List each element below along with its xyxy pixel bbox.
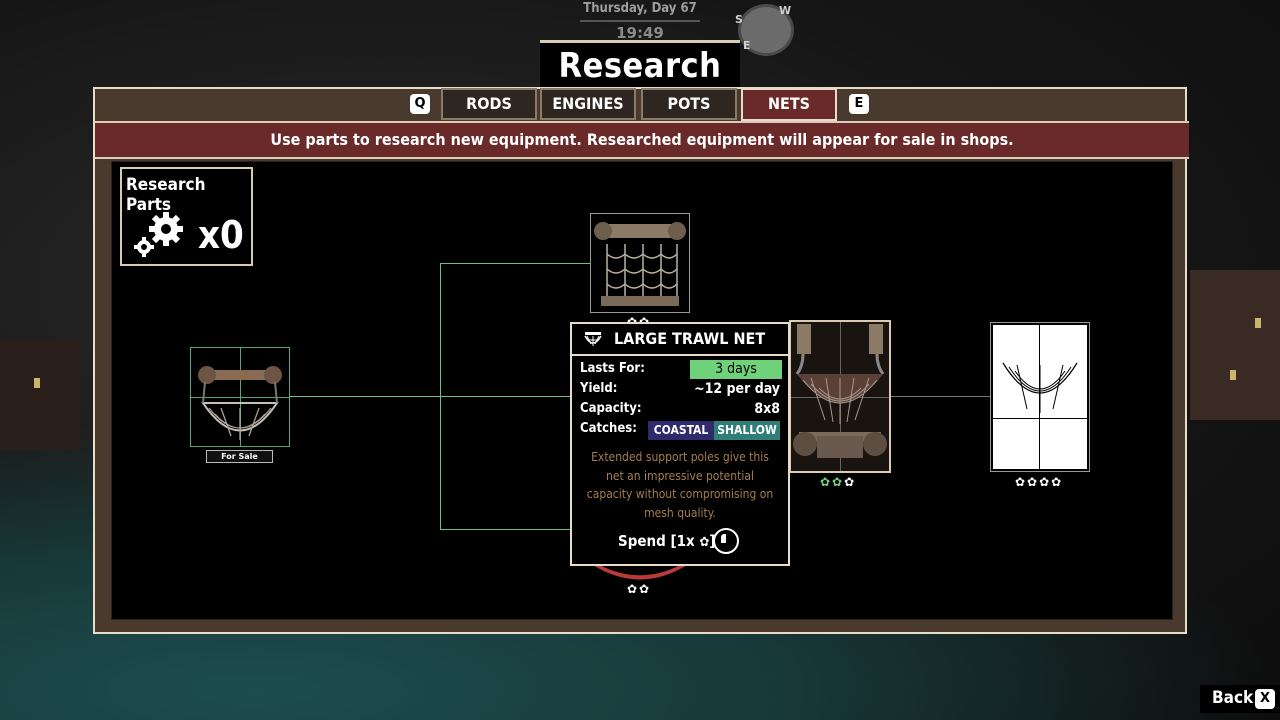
lasts-for-value: 3 days	[690, 360, 782, 379]
catches-label: Catches:	[580, 421, 637, 436]
day-label: Thursday, Day 67	[583, 1, 697, 16]
hud-clock: Thursday, Day 67 19:49	[560, 0, 720, 45]
node-grid-line	[240, 348, 241, 446]
background-window	[1230, 370, 1236, 380]
info-banner: Use parts to research new equipment. Res…	[95, 121, 1189, 159]
page-title: Research	[558, 46, 722, 86]
net-icon	[594, 222, 686, 306]
capacity-value: 8x8	[754, 401, 780, 417]
lower-net-cost: ✿✿	[627, 582, 652, 596]
time-label: 19:49	[616, 24, 664, 42]
tooltip-description: Extended support poles give this net an …	[586, 450, 774, 520]
spend-label: Spend [1x	[618, 532, 695, 550]
large-trawl-net-cost: ✿✿✿	[820, 475, 857, 489]
tree-node-locked-net[interactable]	[990, 322, 1090, 472]
tab-rods[interactable]: RODS	[441, 88, 537, 120]
background-house-left	[0, 340, 80, 450]
research-parts-count: x0	[198, 213, 244, 257]
tab-pots[interactable]: POTS	[641, 88, 737, 120]
yield-label: Yield:	[580, 381, 618, 396]
back-key: X	[1255, 689, 1275, 709]
net-icon	[198, 366, 282, 440]
mouse-button-fill	[721, 534, 726, 543]
tooltip-title: LARGE TRAWL NET	[614, 329, 766, 348]
tree-connector	[440, 529, 590, 530]
gears-icon	[134, 212, 183, 257]
research-parts-counter: Research Parts x0	[120, 167, 253, 266]
compass-w-label: W	[779, 4, 792, 17]
tree-node-upper-net[interactable]	[590, 213, 690, 313]
compass-icon: S W E	[735, 4, 794, 56]
tooltip-header: LARGE TRAWL NET	[572, 324, 788, 356]
background-house-right	[1190, 270, 1280, 420]
tree-node-starter-net[interactable]	[190, 347, 290, 447]
tab-engines[interactable]: ENGINES	[540, 88, 636, 120]
tree-connector	[890, 396, 990, 397]
lasts-for-label: Lasts For:	[580, 361, 645, 376]
capacity-label: Capacity:	[580, 401, 642, 416]
item-tooltip: LARGE TRAWL NET Lasts For: 3 days Yield:…	[570, 322, 790, 566]
tree-connector	[440, 396, 570, 397]
back-label: Back	[1212, 688, 1254, 708]
for-sale-badge: For Sale	[206, 450, 273, 463]
spend-close: ]	[709, 532, 716, 550]
tab-nets[interactable]: NETS	[741, 88, 837, 121]
next-tab-key[interactable]: E	[849, 94, 869, 114]
gear-icon: ✿	[699, 535, 710, 550]
tree-connector	[289, 396, 440, 397]
catch-tag-coastal: COASTAL	[648, 421, 714, 440]
net-icon	[793, 324, 887, 458]
back-button[interactable]: Back X	[1200, 685, 1280, 713]
catch-tag-shallow: SHALLOW	[714, 421, 780, 440]
clock-divider	[580, 20, 700, 22]
tree-connector	[440, 263, 590, 264]
mouse-click-icon[interactable]	[713, 528, 739, 554]
yield-value: ~12 per day	[694, 381, 780, 397]
tree-node-large-trawl-net[interactable]	[789, 320, 891, 473]
research-parts-title: Research Parts	[126, 175, 206, 215]
net-icon	[593, 562, 687, 580]
tree-node-lower-net[interactable]	[590, 530, 690, 580]
background-window	[34, 378, 40, 388]
locked-net-cost: ✿✿✿✿	[1015, 475, 1064, 489]
spend-action[interactable]: Spend [1x ✿]	[618, 532, 715, 550]
net-silhouette-icon	[991, 323, 1089, 471]
compass-s-label: S	[735, 13, 743, 26]
compass-e-label: E	[743, 39, 751, 52]
title-plate: Research	[540, 40, 740, 91]
prev-tab-key[interactable]: Q	[410, 94, 430, 114]
net-icon	[584, 332, 602, 346]
background-window	[1255, 318, 1261, 328]
